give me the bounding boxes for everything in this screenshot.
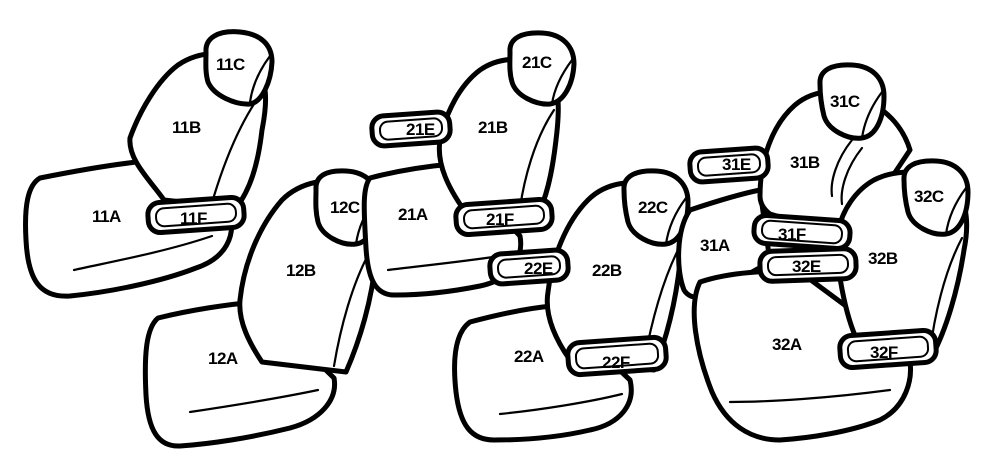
label-31C: 31C	[830, 92, 860, 111]
label-11A: 11A	[92, 207, 121, 226]
seat-11	[23, 29, 275, 299]
label-21C: 21C	[522, 53, 552, 72]
label-12C: 12C	[330, 198, 360, 217]
seat-31C-headrest	[817, 62, 887, 141]
label-12A: 12A	[208, 349, 238, 368]
label-11F: 11F	[180, 209, 207, 228]
armrest-31F	[751, 212, 853, 252]
label-11B: 11B	[172, 118, 201, 137]
label-12B: 12B	[286, 261, 316, 280]
armrest-21F	[453, 196, 555, 238]
label-21B: 21B	[478, 118, 508, 137]
label-31B: 31B	[790, 153, 820, 172]
label-21E: 21E	[406, 120, 435, 139]
seat-11-headrest	[203, 29, 275, 107]
armrest-21E	[369, 109, 453, 149]
label-22B: 22B	[592, 261, 622, 280]
label-31A: 31A	[700, 236, 730, 255]
seat-32C-headrest	[901, 158, 971, 237]
armrest-22F	[565, 334, 669, 378]
label-22F: 22F	[602, 353, 630, 372]
seat-22	[452, 168, 691, 443]
label-32E: 32E	[792, 257, 821, 276]
armrest-32F	[837, 327, 939, 371]
bench-31-32	[676, 62, 971, 443]
label-31E: 31E	[722, 155, 751, 174]
label-21A: 21A	[398, 205, 428, 224]
label-22A: 22A	[514, 347, 544, 366]
label-32A: 32A	[772, 335, 802, 354]
seat-21	[361, 30, 577, 298]
seat-12	[142, 168, 381, 449]
label-11C: 11C	[216, 55, 245, 74]
label-22E: 22E	[524, 259, 553, 278]
armrest-22E	[487, 247, 571, 287]
part-labels: 11C 11B 11A 11F 12C 12B 12A 21C 21E 21B …	[92, 53, 944, 372]
label-22C: 22C	[638, 198, 668, 217]
armrest-11F	[145, 194, 247, 236]
armrest-31E	[687, 145, 771, 185]
label-21F: 21F	[486, 210, 514, 229]
label-32F: 32F	[870, 343, 898, 362]
label-32C: 32C	[914, 187, 944, 206]
armrest-32E	[757, 246, 859, 284]
label-32B: 32B	[868, 249, 898, 268]
label-31F: 31F	[778, 225, 806, 244]
